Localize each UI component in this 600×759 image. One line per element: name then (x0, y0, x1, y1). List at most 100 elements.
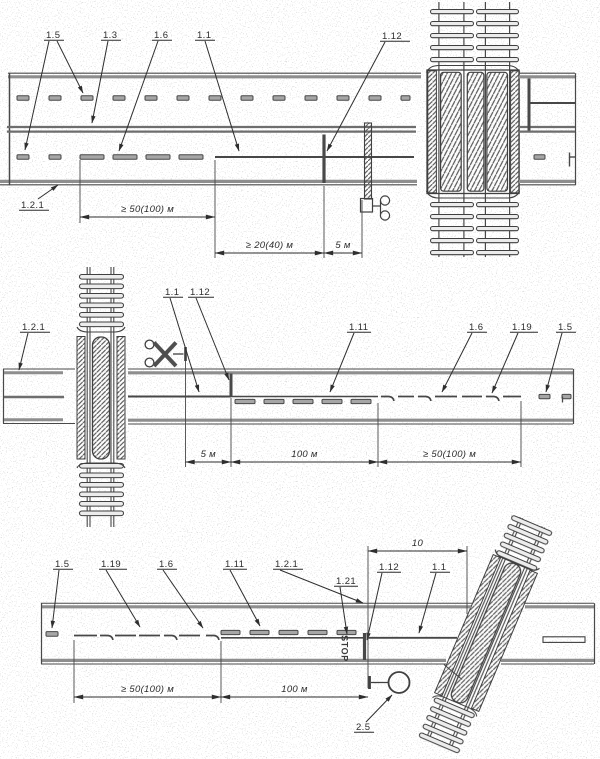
label-1-19: 1.19 (101, 559, 121, 570)
lane-dash (144, 95, 158, 101)
label-1-2-1: 1.2.1 (21, 200, 44, 211)
lane-dash (538, 393, 551, 400)
label-1-12-leader (326, 41, 386, 152)
railway-sleeper (78, 321, 125, 328)
crossing-barrier (363, 122, 373, 200)
railway-sleeper (418, 732, 460, 754)
railway-sleeper (507, 523, 549, 545)
lane-dash (272, 95, 286, 101)
line-1-11-dash (278, 629, 299, 636)
label-1-1-leader (418, 572, 437, 634)
label-1-19-leader (105, 569, 141, 628)
lane-dash (400, 95, 411, 101)
mark-1-19 (206, 634, 220, 641)
railway-sleeper (78, 510, 125, 517)
railway-sleeper (78, 491, 125, 498)
label-1-3: 1.3 (103, 30, 117, 41)
dim-100-text: 100 м (281, 684, 308, 695)
label-1-6: 1.6 (469, 322, 483, 333)
line-1-11-dash (307, 629, 328, 636)
crossing-border-strip (433, 553, 502, 697)
railway-sleeper (429, 56, 475, 63)
lane-dash-1-6 (79, 154, 105, 160)
crossing-deck (466, 71, 485, 192)
lane-dash (176, 95, 190, 101)
dimensions-middle: 5 м 100 м ≥ 50(100) м (185, 361, 522, 467)
lane-dash (48, 95, 62, 101)
road-top (0, 72, 421, 186)
label-1-12-leader (195, 297, 230, 381)
railway-sleeper (499, 541, 541, 563)
railway-sleeper (429, 213, 475, 220)
railway-crossing-double-track (425, 2, 521, 257)
label-1-1: 1.1 (197, 30, 211, 41)
label-1-1: 1.1 (165, 287, 179, 298)
lane-dash (240, 95, 254, 101)
label-1-2-1: 1.2.1 (275, 559, 298, 570)
line-1-11-dash (292, 398, 314, 405)
mark-1-19 (381, 395, 395, 402)
crossing-flare (425, 190, 521, 199)
line-1-11-dash (350, 398, 372, 405)
labels-top: 1.5 1.3 1.6 1.1 1.12 1.2.1 (19, 30, 410, 211)
lane-dash (80, 95, 94, 101)
crossing-flare (76, 326, 126, 333)
railway-sleeper (78, 311, 125, 318)
crossbuck-icon (152, 341, 178, 368)
railway-sleeper (475, 8, 520, 15)
railway-sleeper (496, 550, 538, 571)
mark-1-19 (100, 634, 114, 641)
lane-dash (45, 631, 59, 637)
dim-50-100-text: ≥ 50(100) м (121, 204, 174, 215)
crossing-flare (76, 462, 126, 469)
railway-sleeper (78, 481, 125, 488)
signal-lamp (379, 195, 391, 206)
label-1-1-leader (204, 40, 240, 152)
lane-dash (368, 95, 382, 101)
dim-5-text: 5 м (335, 240, 351, 251)
line-1-11-dash (220, 629, 241, 636)
lane-dash (304, 95, 318, 101)
signal-box (359, 197, 374, 213)
section-top-barrier-crossing: 1.5 1.3 1.6 1.1 1.12 1.2.1 ≥ 50(100) м ≥… (0, 2, 577, 258)
railway-sleeper (475, 249, 520, 256)
lane-dash (336, 95, 350, 101)
signal-lamp (144, 357, 155, 368)
lane-dash-1-6 (145, 154, 171, 160)
label-1-6-leader (118, 40, 159, 152)
dim-10-text: 10 (412, 538, 424, 549)
lane-dash-1-6 (178, 154, 204, 160)
railway-sleeper (426, 714, 468, 736)
road-middle-right (128, 368, 575, 425)
road-top-right (519, 72, 577, 186)
solid-line-1-1-outline (542, 636, 586, 643)
crossing-deck (440, 71, 462, 192)
lane-dash (561, 393, 572, 400)
label-1-5: 1.5 (558, 322, 572, 333)
railway-sleeper (429, 20, 475, 27)
stop-road-marking-1-21: STOP (340, 635, 350, 662)
railway-sleeper (78, 292, 125, 299)
label-2-5: 2.5 (356, 722, 370, 733)
crossing-flare (432, 695, 478, 717)
label-1-5: 1.5 (46, 30, 60, 41)
dim-20-40-text: ≥ 20(40) м (246, 240, 294, 251)
railway-diagonal-track (418, 515, 553, 754)
crossing-flare (494, 549, 540, 571)
crossing-signal (359, 195, 391, 221)
dim-50-100-text: ≥ 50(100) м (423, 449, 476, 460)
label-1-6-leader (441, 332, 473, 393)
label-1-2-1-leader (37, 184, 59, 200)
crossing-border-strip (470, 569, 539, 713)
railway-sleeper (429, 225, 475, 232)
dimensions-top: ≥ 50(100) м ≥ 20(40) м 5 м (79, 160, 363, 258)
label-1-5-leader (545, 332, 563, 393)
label-1-5-leader (50, 569, 60, 629)
railway-sleeper (429, 32, 475, 39)
road-bottom: STOP (40, 602, 596, 680)
label-1-12: 1.12 (190, 287, 210, 298)
railway-sleeper (511, 515, 553, 536)
crossing-border-strip (510, 70, 520, 194)
dim-5-text: 5 м (201, 449, 217, 460)
